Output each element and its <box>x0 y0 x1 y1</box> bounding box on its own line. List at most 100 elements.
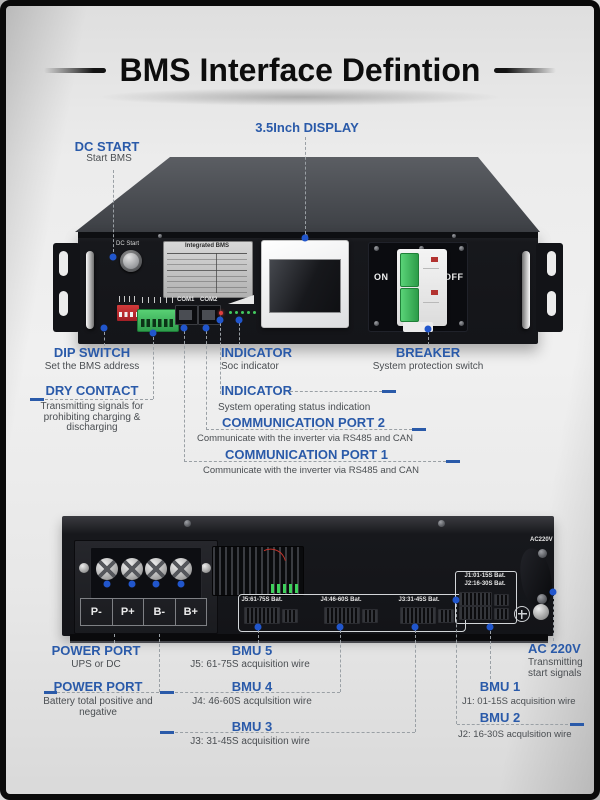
callout-line <box>159 634 160 692</box>
com1-port-inner <box>179 310 192 320</box>
callout-display-label: 3.5Inch DISPLAY <box>255 120 359 135</box>
dc-start-button <box>120 250 142 272</box>
j5-print: J5:61-75S Bat. <box>241 597 283 603</box>
callout-line <box>290 391 382 392</box>
breaker-on-print: ON <box>374 272 389 282</box>
j3-print: J3:31-45S Bat. <box>398 597 440 603</box>
fan-led <box>295 584 298 593</box>
callout-bmu2-sub: J2: 16-30S acqulsition wire <box>458 729 572 740</box>
callout-line <box>305 137 306 234</box>
callout-power1-label: POWER PORT <box>51 643 141 658</box>
callout-accent-dash <box>570 723 584 726</box>
callout-dot <box>452 596 460 604</box>
callout-dot <box>109 253 117 261</box>
callout-line <box>220 323 221 394</box>
terminal-screw <box>96 558 118 580</box>
terminal-label-strip: P- P+ B- B+ <box>80 598 207 626</box>
callout-dip-label: DIP SWITCH <box>53 345 131 360</box>
callout-line <box>104 332 105 346</box>
callout-breaker-label: BREAKER <box>395 345 461 360</box>
j2-print: J2:16-30S Bat. <box>464 581 506 587</box>
spec-plate-grid <box>167 253 247 293</box>
callout-line <box>415 630 416 732</box>
rear-base-highlight <box>70 641 548 643</box>
acq-connector <box>459 592 492 606</box>
terminal-label: P+ <box>111 599 144 625</box>
fan-grille <box>212 546 304 596</box>
callout-line <box>239 323 240 345</box>
screw-icon <box>452 234 456 238</box>
callout-dot <box>177 580 185 588</box>
callout-bmu5-sub: J5: 61-75S acquisition wire <box>190 659 310 670</box>
terminal-label: B- <box>143 599 175 625</box>
run-led <box>219 311 223 315</box>
callout-dc-start-label: DC START <box>74 139 140 154</box>
callout-indicator-sys-sub: System operating status indication <box>218 402 371 413</box>
callout-line <box>153 337 154 399</box>
callout-dot <box>411 623 419 631</box>
callout-power1-sub: UPS or DC <box>71 659 121 670</box>
j4-print: J4:46-60S Bat. <box>320 597 362 603</box>
callout-dot <box>128 580 136 588</box>
callout-line <box>206 429 412 430</box>
fan-led <box>283 584 286 593</box>
callout-line <box>175 732 415 733</box>
handle-right <box>522 251 530 329</box>
title-dash-left-icon <box>43 67 106 73</box>
com1-print: COM1 <box>177 297 195 303</box>
callout-line <box>553 596 554 641</box>
callout-line <box>175 692 340 693</box>
callout-line <box>206 331 207 430</box>
callout-dot <box>336 623 344 631</box>
callout-accent-dash <box>30 398 44 401</box>
callout-com2-sub: Communicate with the inverter via RS485 … <box>197 433 413 444</box>
terminal-print-marks <box>142 297 174 303</box>
callout-bmu5-label: BMU 5 <box>231 643 273 658</box>
callout-power2-label: POWER PORT <box>53 679 143 694</box>
callout-accent-dash <box>160 691 174 694</box>
screw-icon <box>374 246 379 251</box>
ground-symbol-icon <box>514 606 530 622</box>
handle-left <box>86 251 94 329</box>
ear-slot <box>547 251 556 276</box>
terminal-label: B+ <box>174 599 207 625</box>
soc-ramp-icon <box>228 295 254 304</box>
title-bar: BMS Interface Defintion <box>0 44 600 96</box>
rear-base-strip <box>70 634 548 642</box>
title-shadow <box>95 88 505 106</box>
com2-print: COM2 <box>200 297 218 303</box>
soc-led <box>235 311 238 314</box>
display-screen <box>269 259 341 313</box>
page-title: BMS Interface Defintion <box>119 51 481 88</box>
j1-print: J1:01-15S Bat. <box>464 573 506 579</box>
callout-line <box>258 630 259 643</box>
dry-contact-pins <box>141 319 174 327</box>
ear-slot <box>547 291 556 316</box>
terminal-screw <box>145 558 167 580</box>
acq-connector-small <box>438 609 454 623</box>
callout-dot <box>301 234 309 242</box>
screw-icon <box>201 563 211 573</box>
fan-led <box>271 584 274 593</box>
callout-line <box>184 461 446 462</box>
terminal-screw <box>121 558 143 580</box>
spec-plate-title: Integrated BMS <box>184 243 229 249</box>
ac220v-print: AC220V <box>530 537 553 543</box>
screw-icon <box>374 321 379 326</box>
acq-connector-small <box>494 594 509 606</box>
acq-connector <box>400 607 436 624</box>
dip-switch-levers <box>119 312 137 317</box>
callout-dot <box>486 623 494 631</box>
breaker-handle <box>400 288 419 322</box>
breaker-divider <box>423 268 439 269</box>
callout-line <box>57 692 159 693</box>
callout-accent-dash <box>160 731 174 734</box>
screw-icon <box>438 520 445 527</box>
acq-connector-small <box>362 609 378 623</box>
callout-indicator-sys-label: INDICATOR <box>221 383 293 398</box>
callout-line <box>184 331 185 462</box>
callout-accent-dash <box>412 428 426 431</box>
acq-connector <box>324 607 360 624</box>
soc-led <box>253 311 256 314</box>
